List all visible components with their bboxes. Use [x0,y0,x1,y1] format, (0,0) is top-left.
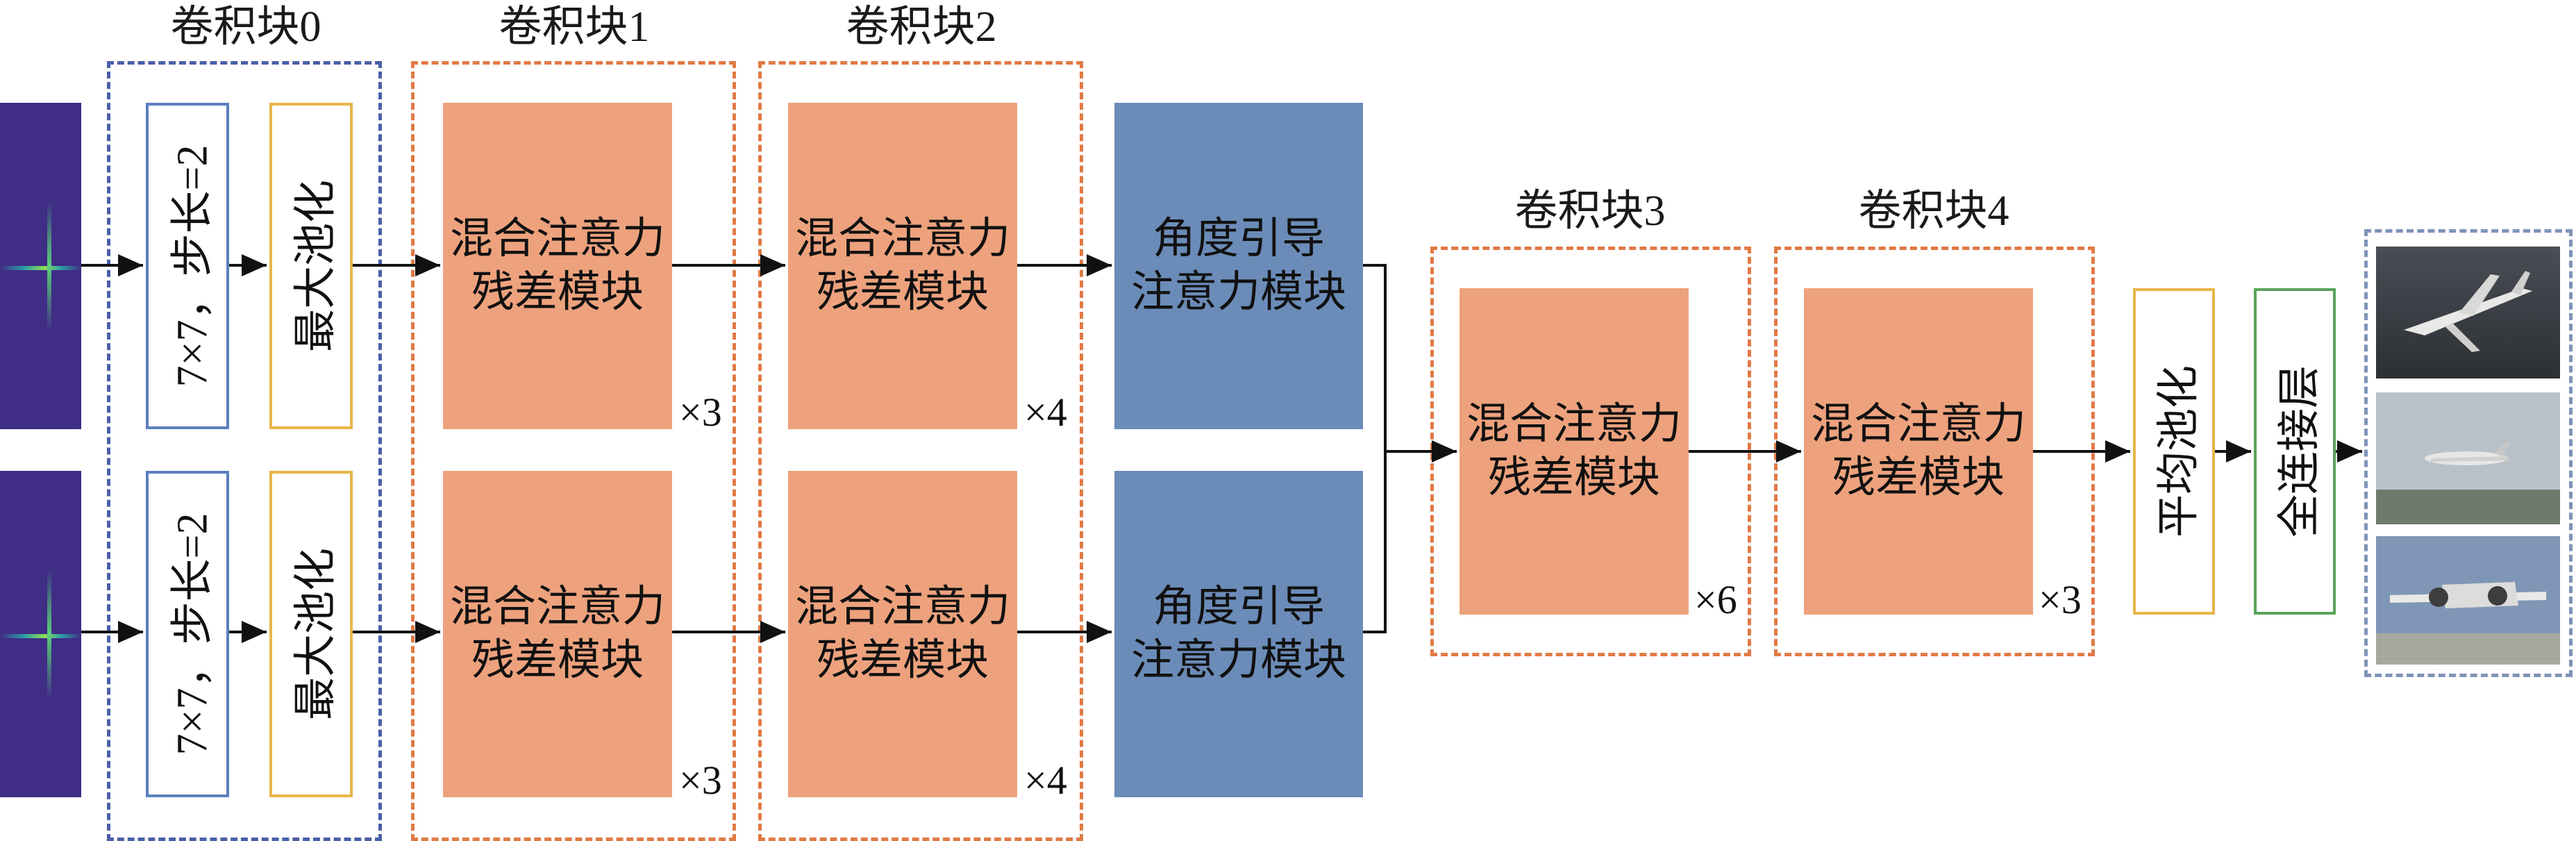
block3-title: 卷积块3 [1514,188,1666,235]
fc-box: 全连接层 [2254,288,2336,615]
repeat-b1-bottom: ×3 [679,758,722,803]
output-frame [2364,229,2573,677]
block1-frame [411,61,736,841]
residual-module-b4: 混合注意力 残差模块 [1804,288,2033,615]
block0-frame [107,61,382,841]
block2-frame [758,61,1083,841]
angle-label-1: 角度引导 [1152,215,1325,263]
residual-label-2: 残差模块 [1832,454,2005,501]
residual-label-1: 混合注意力 [449,215,665,263]
angle-label-2: 注意力模块 [1130,637,1346,684]
input-spectrogram-top [0,103,81,429]
residual-label-1: 混合注意力 [1466,400,1682,448]
merge-line-bottom [1363,451,1387,633]
conv7-box-top: 7×7，步长=2 [146,103,229,429]
residual-module-b1-bottom: 混合注意力 残差模块 [443,471,672,797]
residual-label-1: 混合注意力 [1810,400,2026,448]
maxpool-label: 最大池化 [292,179,340,353]
fc-label: 全连接层 [2276,365,2324,538]
block0-title: 卷积块0 [170,3,321,51]
avgpool-box: 平均池化 [2133,288,2215,615]
aircraft-image-1 [2376,247,2560,378]
block4-title: 卷积块4 [1858,188,2009,235]
repeat-b1-top: ×3 [679,390,722,435]
residual-label-1: 混合注意力 [794,215,1010,263]
residual-label-2: 残差模块 [471,269,644,316]
merge-line-top [1363,264,1387,451]
residual-label-2: 残差模块 [1487,454,1660,501]
residual-module-b2-bottom: 混合注意力 残差模块 [788,471,1017,797]
maxpool-label: 最大池化 [292,547,340,721]
residual-label-1: 混合注意力 [794,583,1010,631]
block2-title: 卷积块2 [846,3,997,51]
repeat-b3: ×6 [1694,577,1737,622]
angle-label-2: 注意力模块 [1130,269,1346,316]
repeat-b4: ×3 [2039,577,2082,622]
residual-label-2: 残差模块 [816,637,989,684]
aircraft-image-3 [2376,536,2560,665]
residual-module-b2-top: 混合注意力 残差模块 [788,103,1017,429]
conv7-box-bottom: 7×7，步长=2 [146,471,229,797]
aircraft-image-2 [2376,392,2560,524]
angle-attention-module-bottom: 角度引导 注意力模块 [1114,471,1363,797]
residual-module-b1-top: 混合注意力 残差模块 [443,103,672,429]
residual-label-1: 混合注意力 [449,583,665,631]
repeat-b2-top: ×4 [1024,390,1067,435]
input-spectrogram-bottom [0,471,81,797]
repeat-b2-bottom: ×4 [1024,758,1067,803]
block1-title: 卷积块1 [499,3,650,51]
residual-module-b3: 混合注意力 残差模块 [1460,288,1689,615]
residual-label-2: 残差模块 [816,269,989,316]
residual-label-2: 残差模块 [471,637,644,684]
conv7-label: 7×7，步长=2 [169,144,216,388]
maxpool-box-top: 最大池化 [269,103,353,429]
avgpool-label: 平均池化 [2155,365,2203,538]
maxpool-box-bottom: 最大池化 [269,471,353,797]
conv7-label: 7×7，步长=2 [169,513,216,756]
angle-label-1: 角度引导 [1152,583,1325,631]
angle-attention-module-top: 角度引导 注意力模块 [1114,103,1363,429]
